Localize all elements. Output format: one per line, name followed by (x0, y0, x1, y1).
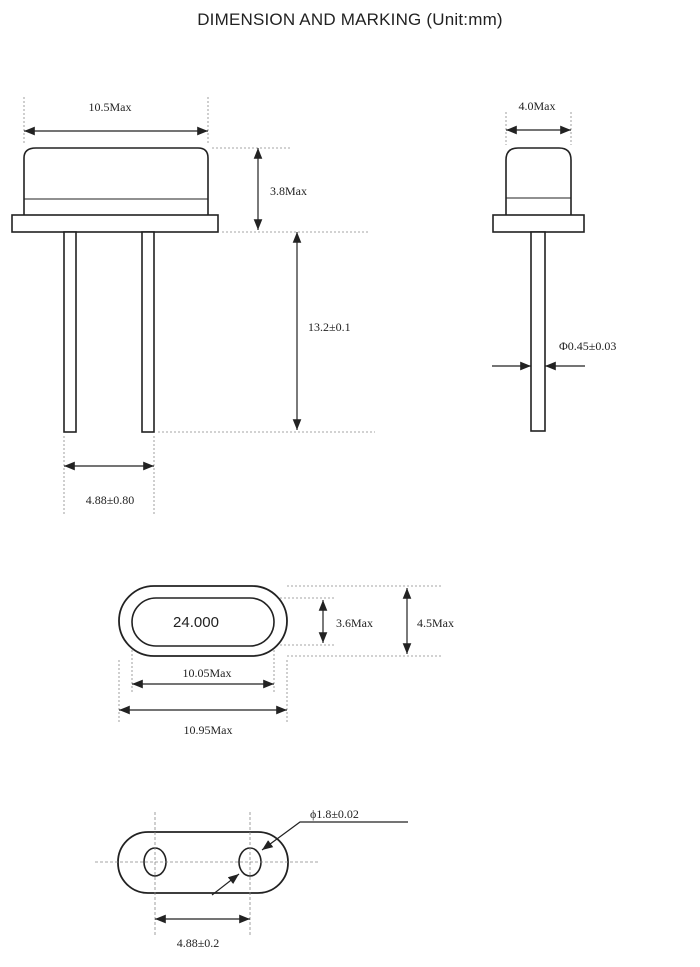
side-view: 10.5Max 3.8Max 13.2±0.1 4.88±0.80 (11, 97, 375, 515)
side-view-can (23, 147, 209, 218)
bottom-view: ϕ1.8±0.02 4.88±0.2 (95, 807, 408, 950)
hole-pitch-label: 4.88±0.2 (177, 936, 220, 950)
lead-pitch-label: 4.88±0.80 (86, 493, 135, 507)
side-view-base-flange (11, 214, 219, 233)
end-view: 4.0Max Φ0.45±0.03 (492, 99, 616, 432)
side-height-label: 3.8Max (270, 184, 307, 198)
lead-length-label: 13.2±0.1 (308, 320, 351, 334)
hole-diameter-label: ϕ1.8±0.02 (310, 807, 359, 821)
crystal-marking: 24.000 (173, 614, 219, 631)
page-title: DIMENSION AND MARKING (Unit:mm) (197, 10, 503, 29)
lead-diameter-label: Φ0.45±0.03 (559, 339, 616, 353)
side-width-label: 10.5Max (89, 100, 132, 114)
end-view-base-flange (492, 214, 585, 233)
end-view-can (505, 147, 572, 218)
side-view-lead-right (141, 231, 155, 433)
outer-height-label: 4.5Max (417, 616, 454, 630)
top-view-inner-outline (131, 597, 275, 647)
end-width-label: 4.0Max (519, 99, 556, 113)
inner-height-label: 3.6Max (336, 616, 373, 630)
inner-width-label: 10.05Max (183, 666, 232, 680)
outer-width-label: 10.95Max (184, 723, 233, 737)
bottom-view-outline (117, 831, 289, 894)
end-view-lead (530, 231, 546, 432)
hole-diameter-leader-top (261, 821, 408, 851)
top-view: 24.000 3.6Max 4.5Max 10.05Max 10.95Max (118, 585, 454, 737)
side-view-lead-left (63, 231, 77, 433)
hole-diameter-leader-bottom (211, 873, 240, 896)
